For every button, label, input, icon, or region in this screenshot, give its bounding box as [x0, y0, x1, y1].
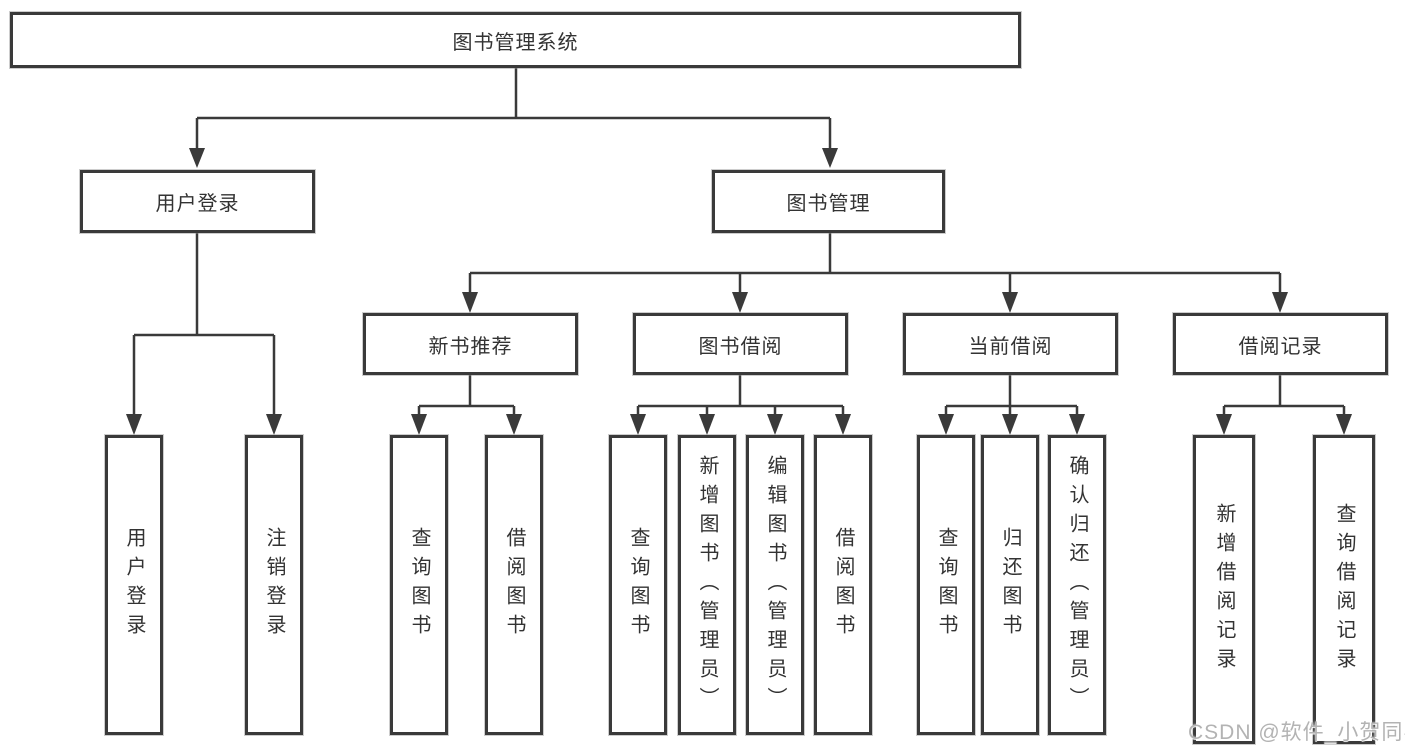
node-leaf-return-books: 归还图书 [981, 435, 1039, 735]
connector-book-management-children [462, 233, 1288, 313]
node-leaf-add-books-admin: 新增图书（管理员） [678, 435, 736, 735]
node-book-management-label: 图书管理 [786, 193, 871, 215]
node-leaf-query-borrow-record-label: 查询借阅记录 [1333, 502, 1355, 677]
node-leaf-query-books-borrowing-label: 查询图书 [627, 527, 649, 643]
connector-borrowing-records-children [1216, 375, 1352, 435]
node-leaf-query-books-borrowing: 查询图书 [609, 435, 667, 735]
node-leaf-user-login-label: 用户登录 [123, 527, 145, 643]
node-leaf-confirm-return-admin-label: 确认归还（管理员） [1066, 454, 1088, 716]
node-new-book-recommend: 新书推荐 [363, 313, 578, 375]
node-leaf-add-borrow-record: 新增借阅记录 [1193, 435, 1255, 744]
node-leaf-edit-books-admin: 编辑图书（管理员） [746, 435, 804, 735]
node-new-book-recommend-label: 新书推荐 [428, 335, 513, 358]
connector-user-login-children [126, 233, 282, 435]
node-leaf-borrow-books-recommend: 借阅图书 [485, 435, 543, 735]
node-borrowing-records: 借阅记录 [1173, 313, 1388, 375]
node-leaf-query-books-current: 查询图书 [917, 435, 975, 735]
node-leaf-borrow-books-recommend-label: 借阅图书 [503, 527, 525, 643]
node-leaf-logout: 注销登录 [245, 435, 303, 735]
node-leaf-add-borrow-record-label: 新增借阅记录 [1213, 502, 1235, 677]
csdn-watermark: CSDN @软件_小贺同学 [1188, 721, 1405, 744]
node-user-login: 用户登录 [80, 170, 315, 233]
node-leaf-query-books-recommend-label: 查询图书 [408, 527, 430, 643]
node-leaf-return-books-label: 归还图书 [999, 527, 1021, 643]
node-root-label: 图书管理系统 [452, 31, 579, 54]
node-borrowing-records-label: 借阅记录 [1238, 335, 1323, 358]
node-leaf-borrow-books-borrowing: 借阅图书 [814, 435, 872, 735]
node-user-login-label: 用户登录 [155, 193, 240, 215]
connector-new-book-recommend-children [411, 375, 522, 435]
connector-current-borrowing-children [938, 375, 1085, 435]
node-book-borrowing: 图书借阅 [633, 313, 848, 375]
node-root: 图书管理系统 [10, 12, 1021, 68]
node-book-borrowing-label: 图书借阅 [698, 335, 783, 358]
node-leaf-user-login: 用户登录 [105, 435, 163, 735]
node-current-borrowing-label: 当前借阅 [968, 335, 1053, 358]
node-leaf-borrow-books-borrowing-label: 借阅图书 [832, 527, 854, 643]
node-book-management: 图书管理 [712, 170, 945, 233]
node-leaf-query-borrow-record: 查询借阅记录 [1313, 435, 1375, 744]
connector-root-to-level2 [189, 68, 838, 168]
node-leaf-logout-label: 注销登录 [263, 527, 285, 643]
connector-book-borrowing-children [630, 375, 851, 435]
node-leaf-edit-books-admin-label: 编辑图书（管理员） [764, 454, 786, 716]
node-current-borrowing: 当前借阅 [903, 313, 1118, 375]
node-leaf-query-books-current-label: 查询图书 [935, 527, 957, 643]
node-leaf-query-books-recommend: 查询图书 [390, 435, 448, 735]
node-leaf-confirm-return-admin: 确认归还（管理员） [1048, 435, 1106, 735]
node-leaf-add-books-admin-label: 新增图书（管理员） [696, 454, 718, 716]
